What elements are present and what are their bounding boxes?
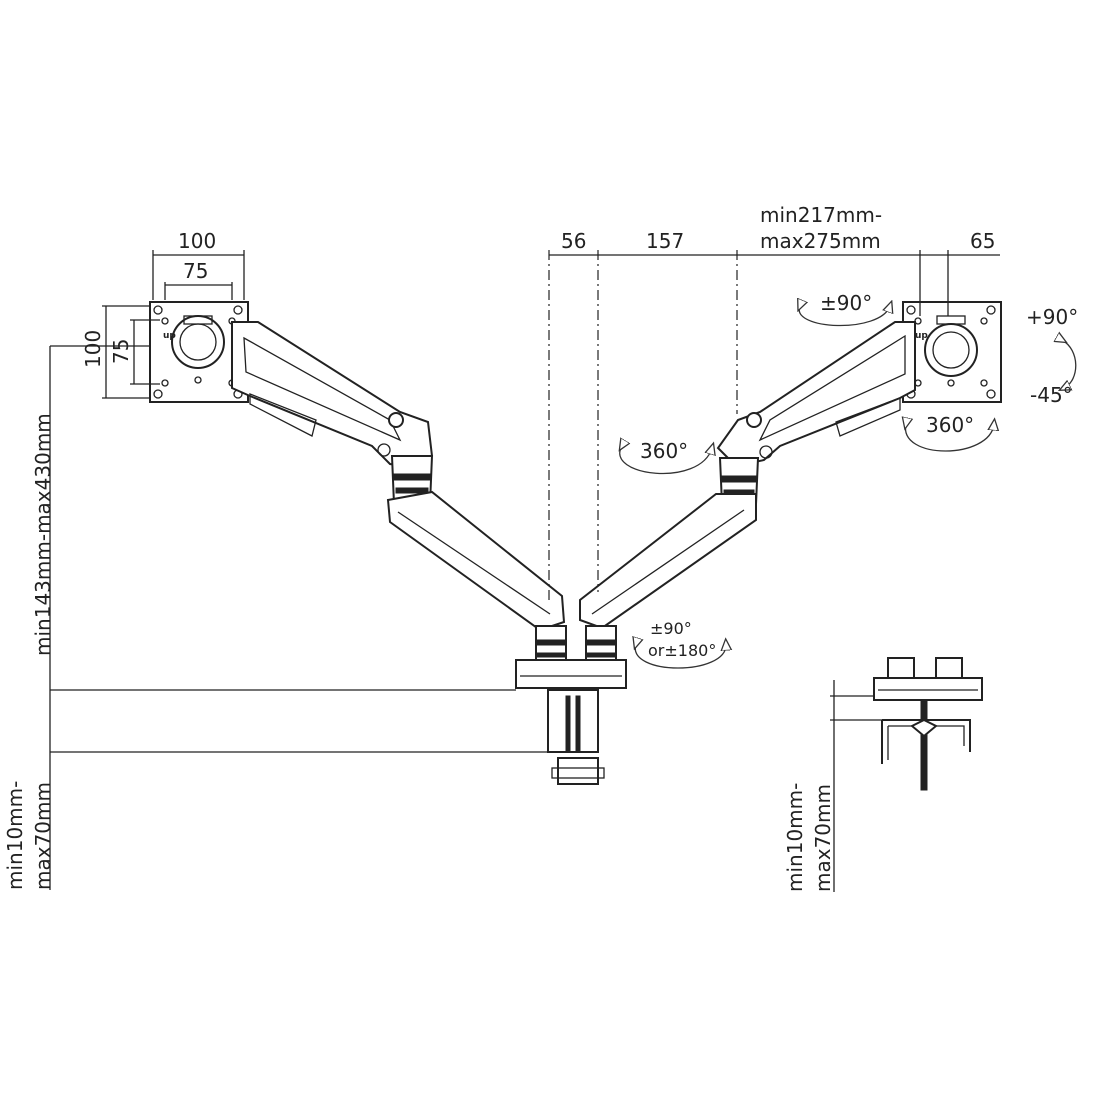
up-label-right: up — [915, 331, 928, 341]
base-rotation-line2: or±180° — [648, 641, 716, 660]
plate-offset-dimension: 65 — [970, 229, 995, 253]
left-elbow-joint — [390, 455, 434, 505]
desk-thickness-left-line2: max70mm — [31, 782, 55, 890]
right-upper-arm — [716, 321, 916, 468]
tilt-down-angle: -45° — [1030, 383, 1073, 407]
reach-dimension-line2: max275mm — [760, 229, 881, 253]
right-lower-arm — [579, 493, 757, 630]
pan-angle-left: 360° — [640, 439, 688, 463]
center-pole-joints — [535, 625, 617, 667]
vesa-inner-width: 75 — [183, 259, 208, 283]
reach-dimension-line1: min217mm- — [760, 203, 882, 227]
center-gap-dimension: 56 — [561, 229, 586, 253]
left-lower-arm — [386, 490, 566, 632]
vesa-outer-width: 100 — [178, 229, 216, 253]
side-view-mount — [830, 657, 983, 892]
vesa-outer-height: 100 — [81, 330, 105, 368]
tilt-up-angle: +90° — [1026, 305, 1078, 329]
desk-clamp — [547, 689, 605, 785]
left-vesa-dimension-lines — [102, 250, 245, 399]
right-vesa-plate: up — [902, 301, 1002, 403]
height-dimension-lines — [49, 345, 548, 890]
vesa-inner-height: 75 — [109, 339, 133, 364]
desk-thickness-left-line1: min10mm- — [3, 781, 27, 890]
swivel-head-angle: 360° — [926, 413, 974, 437]
desk-thickness-right-line2: max70mm — [811, 784, 835, 892]
right-elbow-joint — [718, 457, 760, 505]
height-range-dimension: min143mm-max430mm — [31, 413, 55, 656]
arm-offset-dimension: 157 — [646, 229, 684, 253]
desk-base-plate — [515, 659, 627, 689]
base-rotation-line1: ±90° — [650, 619, 692, 638]
top-dimension-lines — [548, 250, 1000, 600]
up-label-left: up — [163, 331, 176, 341]
desk-thickness-right-line1: min10mm- — [783, 783, 807, 892]
tilt-head-angle: ±90° — [820, 291, 872, 315]
rotation-arrows — [620, 306, 1077, 669]
left-upper-arm — [231, 321, 434, 470]
